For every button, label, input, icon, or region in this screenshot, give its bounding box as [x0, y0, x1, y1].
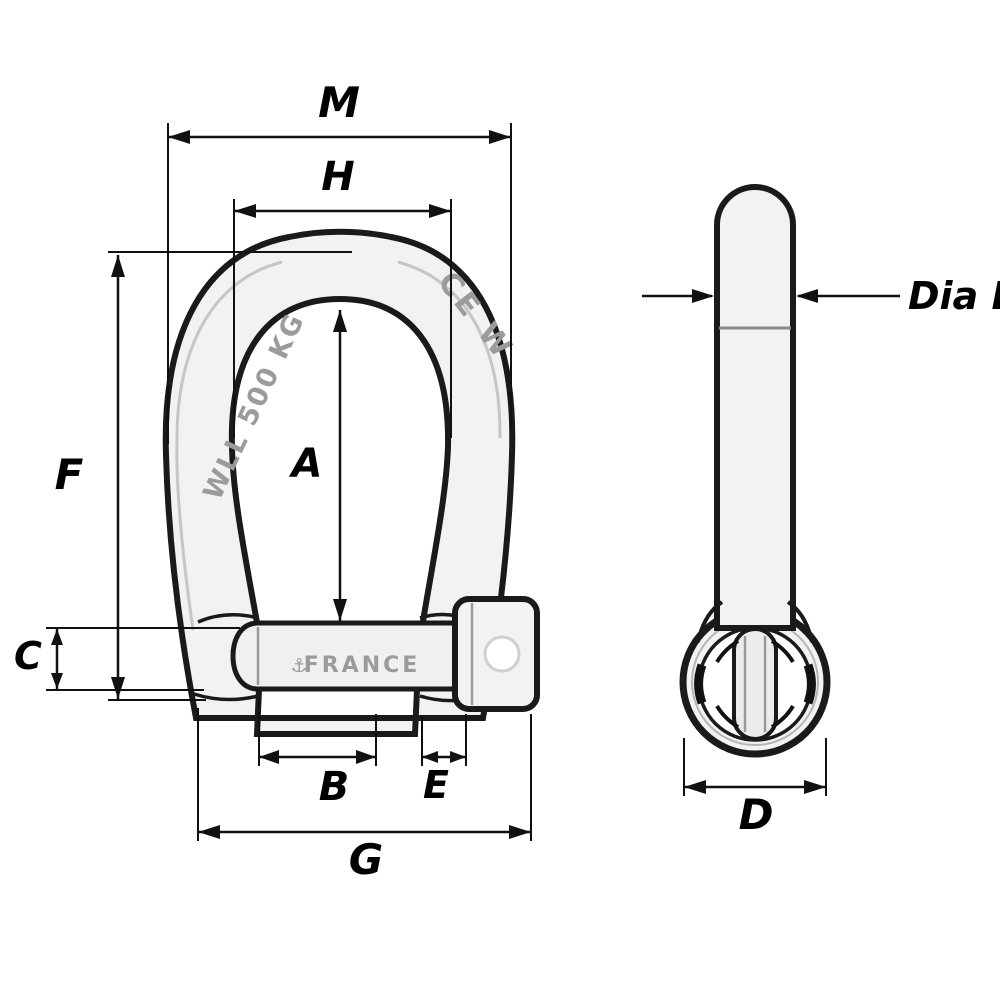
collar-flare-left	[696, 600, 724, 643]
arrowhead-right	[356, 750, 376, 764]
shackle-body	[162, 228, 516, 737]
dimension-d: D	[683, 738, 827, 839]
dim-label-e: E	[423, 763, 449, 807]
arrowhead-top	[51, 629, 63, 645]
dim-label-g: G	[349, 835, 383, 884]
pin-shaft-side	[714, 184, 796, 631]
arrowhead-right	[796, 289, 818, 303]
pin-side-profile	[679, 184, 831, 758]
arrowhead-right	[804, 780, 826, 794]
arrowhead-left	[422, 751, 438, 763]
dim-label-a: A	[289, 441, 323, 487]
dim-label-b: B	[319, 764, 350, 810]
arrowhead-left	[168, 130, 190, 144]
arrowhead-top	[333, 310, 347, 332]
side-view: Dia D D	[642, 184, 1000, 839]
bore-wedge-bottom-left	[715, 704, 740, 729]
origin-marking: FRANCE	[304, 653, 421, 678]
front-view: WLL 500 KG CE W ⚓ FRANCE M H	[14, 78, 540, 884]
dim-label-dia-d: Dia D	[908, 274, 1000, 318]
dimension-dia-d: Dia D	[642, 274, 1000, 318]
arrowhead-right	[509, 825, 531, 839]
collar-flare-right	[786, 600, 814, 643]
arrowhead-left	[684, 780, 706, 794]
arrowhead-right	[489, 130, 511, 144]
arrowhead-right	[429, 204, 451, 218]
dim-label-d: D	[739, 790, 774, 839]
arrowhead-bottom	[333, 599, 347, 621]
bore-wedge-top-right	[770, 639, 795, 664]
dimension-g: G	[197, 708, 532, 884]
dim-label-c: C	[14, 634, 42, 678]
dim-label-m: M	[318, 78, 360, 127]
bore-wedge-top-left	[715, 639, 740, 664]
dim-label-h: H	[321, 154, 354, 200]
dimension-h: H	[233, 154, 452, 438]
arrowhead-top	[111, 255, 125, 277]
dimension-a: A	[289, 310, 347, 621]
bow-highlight-right	[397, 260, 502, 439]
arrowhead-left	[198, 825, 220, 839]
bow-cross-section-bar	[732, 627, 778, 741]
dimension-f: F	[55, 251, 352, 701]
arrowhead-left	[259, 750, 279, 764]
bore-shadow-left	[694, 663, 707, 705]
dimension-m: M	[167, 78, 512, 444]
pin-shaft	[230, 620, 465, 692]
dimension-b: B	[258, 700, 377, 810]
pin-head-recess	[483, 635, 521, 673]
left-lug-boss-bottom	[193, 692, 259, 702]
dimension-e: E	[421, 714, 467, 807]
arrowhead-bottom	[51, 673, 63, 689]
arrowhead-left	[234, 204, 256, 218]
arrowhead-right	[450, 751, 466, 763]
dimension-c: C	[14, 627, 240, 691]
bore-wedge-bottom-right	[770, 704, 795, 729]
shackle-bow-outline	[162, 228, 516, 737]
arrowhead-left	[692, 289, 714, 303]
left-lug-boss-top	[197, 613, 259, 624]
arrowhead-bottom	[111, 677, 125, 699]
brand-logo-icon: ⚓	[290, 655, 307, 677]
bow-highlight-left	[175, 260, 283, 631]
dim-label-f: F	[55, 450, 84, 499]
bore-shadow-right	[803, 663, 816, 705]
shackle-pin	[230, 596, 540, 712]
